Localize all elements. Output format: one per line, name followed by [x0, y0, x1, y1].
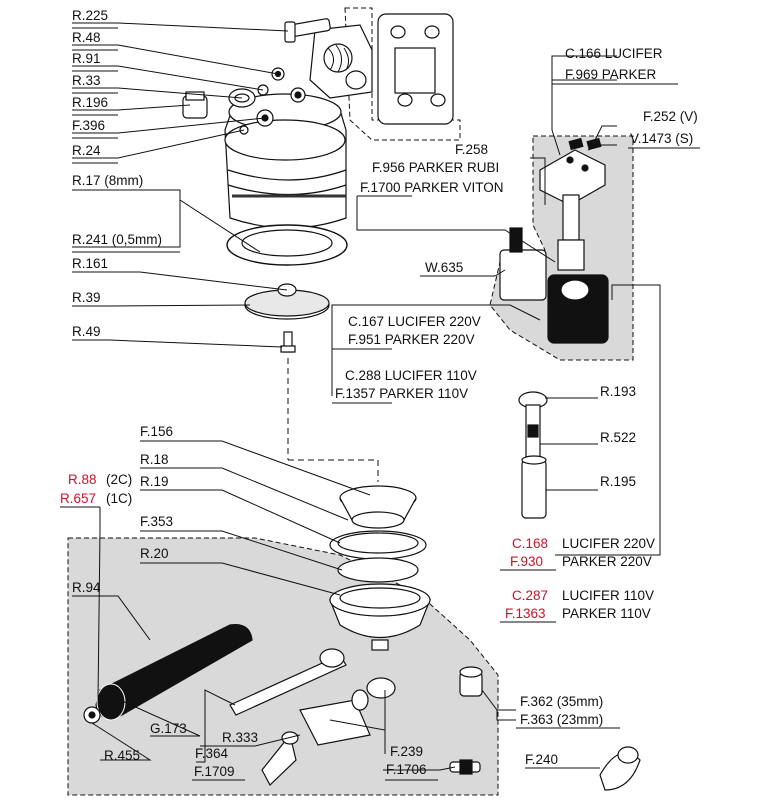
label-c288: C.288 LUCIFER 110V	[345, 368, 477, 383]
label-f930: F.930	[510, 554, 543, 569]
label-r657-suffix: (1C)	[106, 491, 132, 506]
label-f1706: F.1706	[386, 762, 427, 777]
screw-r49	[280, 331, 296, 353]
label-w635: W.635	[425, 260, 463, 275]
label-r522: R.522	[600, 430, 636, 445]
label-c167: C.167 LUCIFER 220V	[348, 314, 481, 329]
label-r657: R.657	[60, 491, 96, 506]
label-c168: C.168	[512, 536, 548, 551]
label-f353: F.353	[140, 514, 173, 529]
filter-basket	[329, 485, 427, 583]
label-r49: R.49	[72, 324, 101, 339]
label-r88-suffix: (2C)	[106, 472, 132, 487]
label-c168-desc: LUCIFER 220V	[562, 536, 655, 551]
label-r24: R.24	[72, 143, 101, 158]
label-f252: F.252 (V)	[643, 109, 698, 124]
label-r195: R.195	[600, 474, 636, 489]
label-f930-desc: PARKER 220V	[562, 554, 652, 569]
label-f396: F.396	[72, 118, 105, 133]
label-f956: F.956 PARKER RUBI	[372, 160, 499, 175]
label-v1473: V.1473 (S)	[630, 131, 693, 146]
label-f258: F.258	[455, 142, 488, 157]
label-r94: R.94	[72, 580, 101, 595]
leader-lines	[72, 22, 661, 771]
portafilter	[95, 583, 431, 721]
label-f1709: F.1709	[194, 764, 235, 779]
label-r17: R.17 (8mm)	[72, 173, 143, 188]
label-f1363: F.1363	[505, 606, 546, 621]
label-f363: F.363 (23mm)	[520, 712, 603, 727]
label-r48: R.48	[72, 30, 101, 45]
label-r196: R.196	[72, 95, 108, 110]
label-r193: R.193	[600, 384, 636, 399]
shower-screen	[244, 283, 330, 320]
label-f362: F.362 (35mm)	[520, 694, 603, 709]
label-f1363-desc: PARKER 110V	[562, 606, 651, 621]
piston-parts	[518, 391, 548, 519]
spout-fittings	[261, 666, 641, 791]
label-f240: F.240	[525, 752, 558, 767]
label-g173: G.173	[150, 721, 187, 736]
part-labels: R.225 R.48 R.91 R.33 R.196 F.396 R.24 R.…	[60, 8, 698, 779]
label-r20: R.20	[140, 546, 169, 561]
label-r33: R.33	[72, 73, 101, 88]
label-r455: R.455	[104, 748, 140, 763]
label-f239: F.239	[390, 744, 423, 759]
label-c166: C.166 LUCIFER	[565, 46, 663, 61]
label-r39: R.39	[72, 290, 101, 305]
label-r18: R.18	[140, 452, 169, 467]
group-flange-outline	[344, 7, 461, 141]
label-f969: F.969 PARKER	[565, 67, 657, 82]
label-f951: F.951 PARKER 220V	[348, 332, 475, 347]
label-c287-desc: LUCIFER 110V	[562, 588, 654, 603]
label-r333: R.333	[222, 730, 258, 745]
label-f156: F.156	[140, 424, 173, 439]
label-r225: R.225	[72, 8, 108, 23]
label-r91: R.91	[72, 51, 101, 66]
label-r88: R.88	[68, 472, 97, 487]
label-f1700: F.1700 PARKER VITON	[360, 180, 504, 195]
label-f364: F.364	[195, 746, 229, 761]
small-nut	[83, 706, 101, 724]
label-c287: C.287	[512, 588, 548, 603]
label-underlines	[60, 27, 700, 781]
label-f1357: F.1357 PARKER 110V	[335, 386, 468, 401]
label-r161: R.161	[72, 256, 108, 271]
top-bolt	[284, 18, 331, 43]
solenoid-valve	[499, 137, 609, 344]
label-r241: R.241 (0,5mm)	[72, 232, 162, 247]
label-r19: R.19	[140, 474, 169, 489]
